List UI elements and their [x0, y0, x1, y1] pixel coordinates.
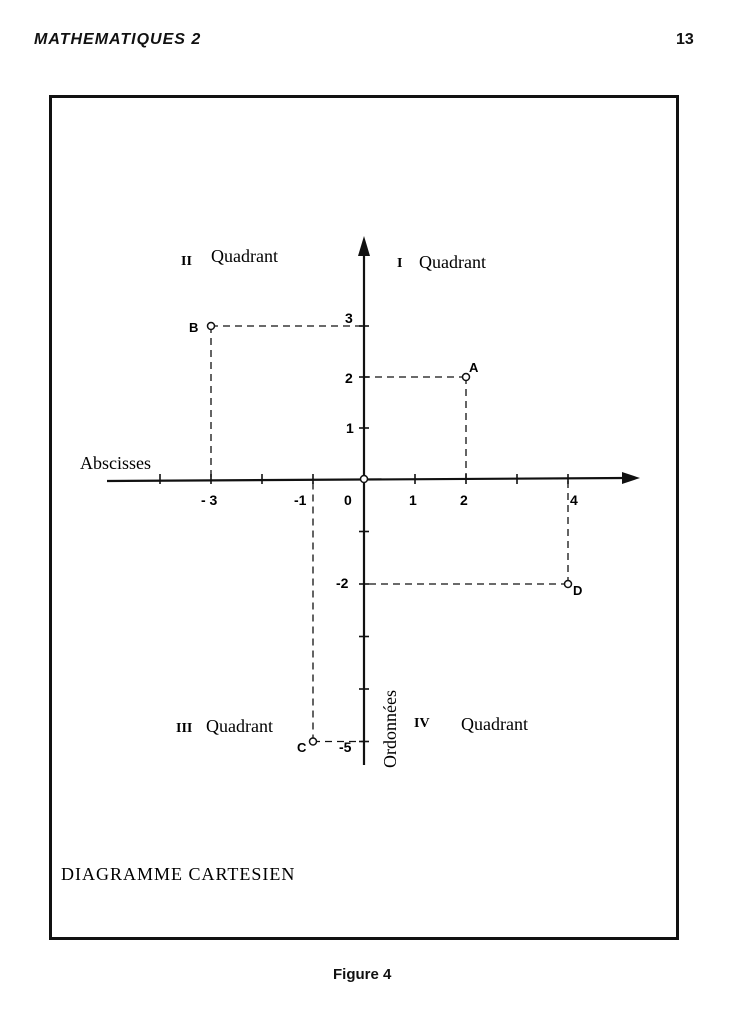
- point-label-c: C: [297, 740, 307, 755]
- y-tick-label: -5: [339, 739, 352, 755]
- quadrant-3-numeral: III: [176, 721, 192, 736]
- point-marker-a: [461, 372, 471, 382]
- quadrant-1-label: Quadrant: [419, 252, 486, 272]
- x-tick-label: 2: [460, 492, 468, 508]
- x-tick-label: 0: [344, 492, 352, 508]
- plotted-points: [206, 321, 573, 746]
- y-axis-label: Ordonnées: [380, 690, 400, 768]
- axes: [106, 236, 640, 765]
- quadrant-1-numeral: I: [397, 256, 402, 271]
- y-tick-label: 1: [346, 420, 354, 436]
- point-label-b: B: [189, 320, 198, 335]
- x-tick-label: 4: [570, 492, 578, 508]
- point-labels: A B C D: [189, 320, 582, 755]
- point-label-a: A: [469, 360, 479, 375]
- figure-frame: [49, 95, 679, 940]
- origin-marker: [359, 474, 369, 484]
- quadrant-4-numeral: IV: [414, 716, 430, 731]
- page-number: 13: [676, 31, 694, 48]
- dashed-guides: [210, 325, 569, 743]
- point-label-d: D: [573, 583, 582, 598]
- quadrant-4-label: Quadrant: [461, 714, 528, 734]
- y-tick-label: 3: [345, 310, 353, 326]
- diagram-title: DIAGRAMME CARTESIEN: [61, 864, 295, 884]
- point-marker-d: [563, 579, 573, 589]
- y-tick-label: -2: [336, 575, 349, 591]
- x-tick-label: - 3: [201, 492, 218, 508]
- quadrant-2-numeral: II: [181, 254, 192, 269]
- point-marker-b: [206, 321, 216, 331]
- x-axis-label: Abscisses: [80, 453, 151, 473]
- y-axis-arrow: [358, 236, 370, 256]
- quadrant-labels: I Quadrant II Quadrant III Quadrant IV Q…: [176, 246, 528, 736]
- figure-caption: Figure 4: [333, 966, 392, 983]
- quadrant-2-label: Quadrant: [211, 246, 278, 266]
- page-header-title: MATHEMATIQUES 2: [34, 31, 202, 48]
- x-tick-labels: - 3 -1 0 1 2 4: [201, 492, 578, 508]
- quadrant-3-label: Quadrant: [206, 716, 273, 736]
- x-tick-label: -1: [294, 492, 307, 508]
- x-axis-arrow: [622, 472, 640, 484]
- x-tick-label: 1: [409, 492, 417, 508]
- y-tick-labels: 3 2 1 -2 -5: [336, 310, 354, 755]
- point-marker-c: [308, 737, 318, 746]
- y-tick-label: 2: [345, 370, 353, 386]
